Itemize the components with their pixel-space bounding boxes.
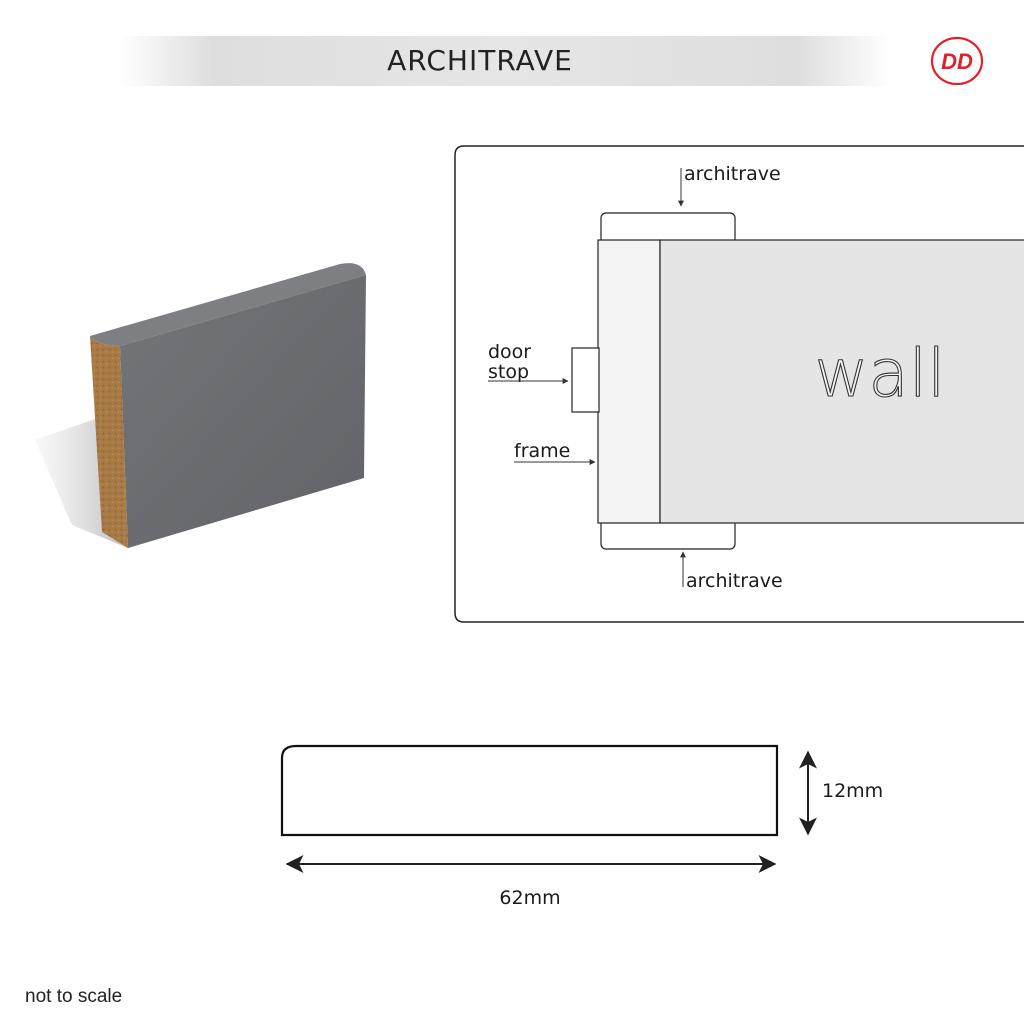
door-frame <box>597 239 661 524</box>
brand-logo: DD <box>930 36 984 86</box>
section-diagram: wall architrave architrave door stop fra… <box>454 145 1024 623</box>
wall-label: wall <box>814 335 945 412</box>
height-dimension-label: 12mm <box>822 780 883 802</box>
architrave-bottom-label: architrave <box>686 570 783 592</box>
width-dimension-label: 62mm <box>499 887 560 909</box>
title-banner <box>120 36 890 86</box>
scale-note: not to scale <box>25 986 123 1007</box>
frame-label: frame <box>514 440 570 462</box>
board-mdf-edge <box>90 336 128 548</box>
logo-text: DD <box>941 49 973 74</box>
board-face <box>120 275 366 548</box>
architrave-top-label: architrave <box>684 163 781 185</box>
wall-block <box>659 239 1024 524</box>
door-stop-label-line2: stop <box>488 361 529 383</box>
profile-drawing: 12mm 62mm <box>280 744 883 909</box>
board-top-edge <box>90 263 366 346</box>
door-stop <box>571 347 600 413</box>
door-stop-label-line1: door <box>488 341 531 363</box>
profile-outline <box>280 744 779 837</box>
architrave-3d-render <box>35 263 366 548</box>
page-title: ARCHITRAVE <box>387 44 573 77</box>
